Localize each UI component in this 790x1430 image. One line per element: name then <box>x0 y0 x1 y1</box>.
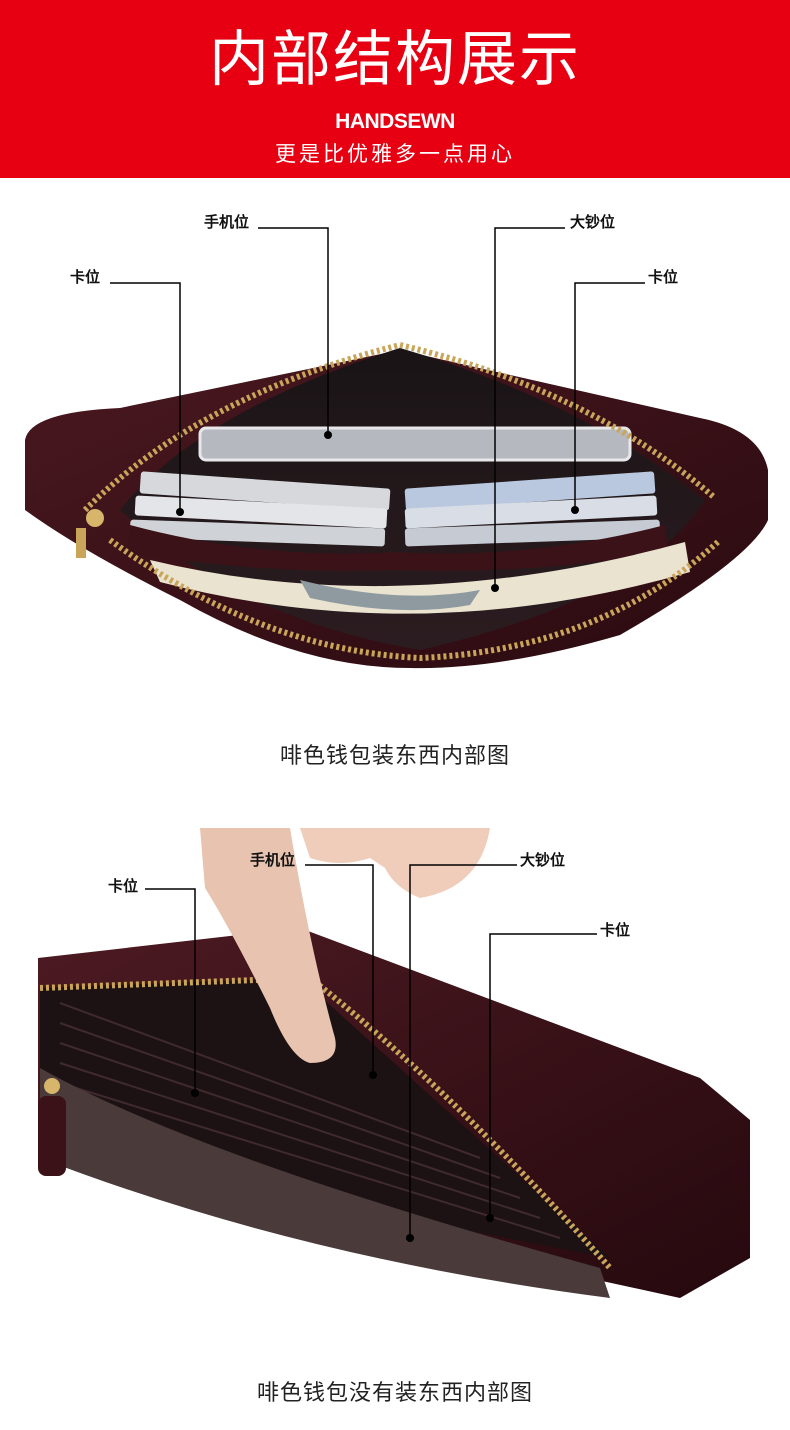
card-slot-lines <box>59 1002 561 1239</box>
banner-subtitle-cn: 更是比优雅多一点用心 <box>275 142 515 166</box>
callout-line-phone <box>305 864 374 1075</box>
zipper <box>39 974 613 1270</box>
banknote-item <box>150 542 690 614</box>
banner-title: 内部结构展示 <box>209 25 581 95</box>
label-card-slot-right: 卡位 <box>648 268 679 286</box>
card-right-2 <box>404 495 658 529</box>
label-bill-slot: 大钞位 <box>520 851 566 869</box>
zipper-pull-icon <box>86 509 104 527</box>
banner-subtitle-en: HANDSEWN <box>335 110 455 133</box>
callout-line-phone <box>258 227 329 435</box>
callout-line-bill <box>409 864 517 1238</box>
card-right-1 <box>404 471 656 511</box>
wallet-filled-photo <box>25 227 768 669</box>
tassel-icon <box>44 1078 60 1094</box>
label-phone-slot: 手机位 <box>250 851 296 869</box>
label-bill-slot: 大钞位 <box>570 213 616 231</box>
wallet-empty-photo <box>38 828 750 1298</box>
caption-filled: 啡色钱包装东西内部图 <box>279 744 510 769</box>
phone-item <box>198 426 632 462</box>
label-card-slot-left: 卡位 <box>70 268 101 286</box>
caption-empty: 啡色钱包没有装东西内部图 <box>256 1381 533 1406</box>
label-phone-slot: 手机位 <box>204 213 250 231</box>
callout-line-bill <box>494 227 565 588</box>
callout-line-card-right <box>489 933 597 1218</box>
label-card-slot-right: 卡位 <box>600 921 631 939</box>
card-left-2 <box>134 495 388 529</box>
header-banner: 内部结构展示 HANDSEWN 更是比优雅多一点用心 <box>0 0 790 178</box>
card-left-1 <box>139 471 391 511</box>
card-right-3 <box>404 519 661 547</box>
callout-line-card-left <box>110 282 181 512</box>
callout-line-card-right <box>574 282 645 510</box>
label-card-slot-left: 卡位 <box>108 877 139 895</box>
zipper <box>82 341 717 513</box>
callout-line-card-left <box>145 888 196 1093</box>
finger <box>200 828 336 1063</box>
